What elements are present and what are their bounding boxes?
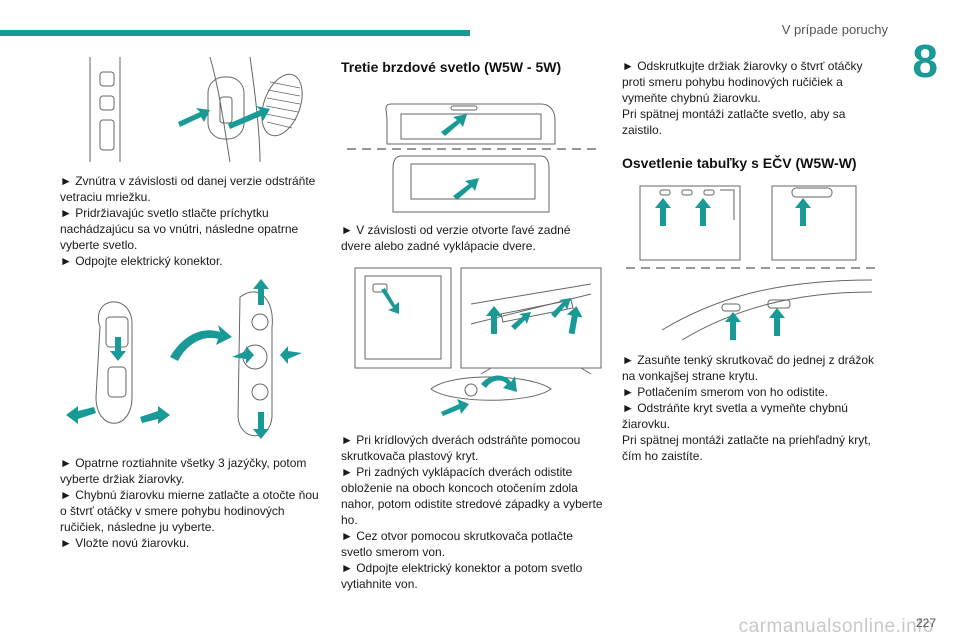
instructions-block-6: ► Zasuňte tenký skrutkovač do jednej z d… xyxy=(622,352,884,464)
instruction-step: ► Cez otvor pomocou skrutkovača potlačte… xyxy=(341,529,573,559)
instruction-note: Pri spätnej montáži zatlačte na priehľad… xyxy=(622,433,871,463)
instruction-step: ► Odstráňte kryt svetla a vymeňte chybnú… xyxy=(622,401,848,431)
bulb-holder-illustration xyxy=(60,277,322,449)
page-header-title: V prípade poruchy xyxy=(781,22,888,37)
instruction-step: ► V závislosti od verzie otvorte ľavé za… xyxy=(341,223,571,253)
section-heading-number-plate-light: Osvetlenie tabuľky s EČV (W5W-W) xyxy=(622,155,857,171)
instruction-step: ► Pri krídlových dverách odstráňte pomoc… xyxy=(341,433,581,463)
tailgate-cover-illustration xyxy=(341,264,603,424)
header-accent-bar xyxy=(0,30,470,36)
section-heading-third-brake-light: Tretie brzdové svetlo (W5W - 5W) xyxy=(341,59,562,75)
instruction-step: ► Chybnú žiarovku mierne zatlačte a otoč… xyxy=(60,488,319,534)
column-2: Tretie brzdové svetlo (W5W - 5W) ► V záv… xyxy=(341,52,603,592)
instruction-step: ► Odpojte elektrický konektor a potom sv… xyxy=(341,561,583,591)
instructions-block-3: ► V závislosti od verzie otvorte ľavé za… xyxy=(341,222,603,254)
instruction-step: ► Odpojte elektrický konektor. xyxy=(60,254,223,268)
instruction-step: ► Odskrutkujte držiak žiarovky o štvrť o… xyxy=(622,59,863,105)
instruction-note: Pri spätnej montáži zatlačte svetlo, aby… xyxy=(622,107,846,137)
instructions-block-4: ► Pri krídlových dverách odstráňte pomoc… xyxy=(341,432,603,592)
instruction-step: ► Opatrne roztiahnite všetky 3 jazýčky, … xyxy=(60,456,307,486)
instructions-block-2: ► Opatrne roztiahnite všetky 3 jazýčky, … xyxy=(60,455,322,551)
instruction-step: ► Potlačením smerom von ho odistite. xyxy=(622,385,828,399)
page-number: 227 xyxy=(915,616,936,630)
rear-light-grille-illustration xyxy=(60,52,322,167)
instruction-step: ► Pri zadných vyklápacích dverách odisti… xyxy=(341,465,603,527)
number-plate-light-illustration xyxy=(622,180,884,344)
watermark-text: carmanualsonline.info xyxy=(738,616,934,637)
column-3: ► Odskrutkujte držiak žiarovky o štvrť o… xyxy=(622,52,884,464)
instruction-step: ► Pridržiavajúc svetlo stlačte príchytku… xyxy=(60,206,299,252)
instruction-step: ► Zvnútra v závislosti od danej verzie o… xyxy=(60,174,316,204)
instruction-step: ► Vložte novú žiarovku. xyxy=(60,536,190,550)
instructions-block-5: ► Odskrutkujte držiak žiarovky o štvrť o… xyxy=(622,58,884,138)
column-1: ► Zvnútra v závislosti od danej verzie o… xyxy=(60,52,322,551)
instructions-block-1: ► Zvnútra v závislosti od danej verzie o… xyxy=(60,173,322,269)
chapter-number: 8 xyxy=(912,35,938,87)
third-brake-light-doors-illustration xyxy=(341,84,603,214)
instruction-step: ► Zasuňte tenký skrutkovač do jednej z d… xyxy=(622,353,874,383)
